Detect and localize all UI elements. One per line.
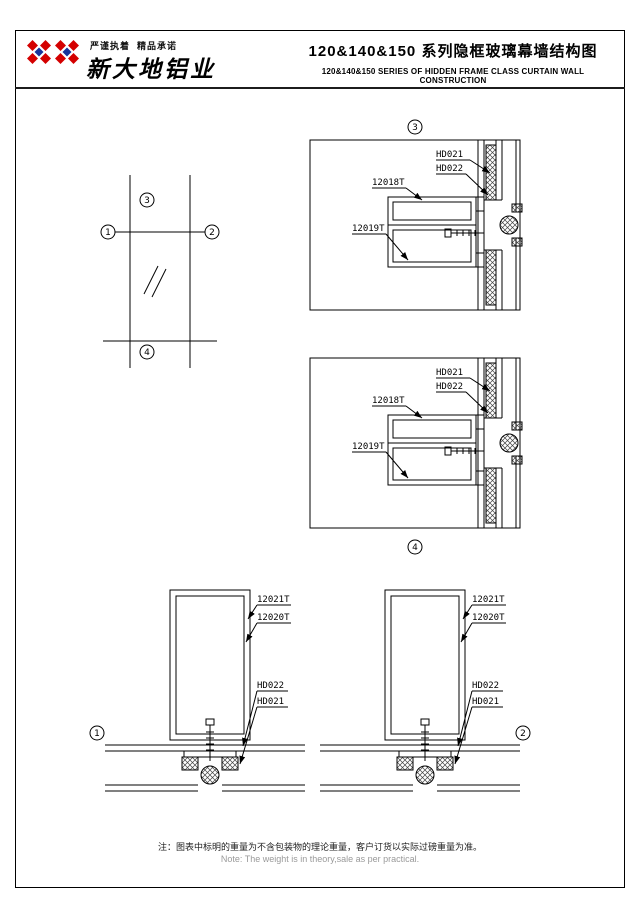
marker-number: 3 — [144, 196, 150, 206]
horizontal-section-detail-1-labels: 12021T 12020T HD022 HD021 — [257, 595, 290, 707]
elevation-diagram — [103, 175, 217, 368]
section-marker-balloon: 1 — [89, 725, 105, 741]
sheet-title-cn: 120&140&150 系列隐框玻璃幕墙结构图 — [308, 43, 598, 60]
company-name: 新大地铝业 — [86, 56, 216, 83]
part-label: HD021 — [257, 697, 284, 707]
marker-number: 1 — [94, 729, 100, 739]
vertical-section-detail-4 — [310, 358, 522, 528]
footer-note-en: Note: The weight is in theory,sale as pe… — [220, 854, 420, 864]
profile-label: 12018T — [372, 396, 405, 406]
profile-label: 12019T — [352, 224, 385, 234]
part-label: HD022 — [257, 681, 284, 691]
section-marker-balloon: 4 — [407, 539, 423, 555]
section-marker-balloon: 1 — [100, 224, 116, 240]
marker-number: 4 — [144, 348, 150, 358]
horizontal-section-detail-2-labels: 12021T 12020T HD022 HD021 — [472, 595, 505, 707]
profile-label: 12021T — [257, 595, 290, 605]
title-block: 120&140&150 系列隐框玻璃幕墙结构图 120&140&150 SERI… — [288, 40, 618, 85]
section-marker-balloon: 4 — [139, 344, 155, 360]
header-divider — [15, 87, 625, 89]
vertical-section-detail-4-labels: 12018T 12019T HD021 HD022 — [352, 368, 463, 452]
part-label: HD022 — [436, 382, 463, 392]
marker-number: 2 — [520, 729, 526, 739]
part-label: HD021 — [436, 368, 463, 378]
company-slogan: 严谨执着 精品承诺 — [90, 41, 178, 51]
footer-note-cn: 注：图表中标明的重量为不含包装物的理论重量，客户订货以实际过磅重量为准。 — [157, 842, 482, 852]
sheet-border — [15, 30, 625, 888]
sheet-title-en: 120&140&150 SERIES OF HIDDEN FRAME CLASS… — [321, 67, 585, 85]
vertical-section-detail-3-labels: 12018T 12019T HD021 HD022 — [352, 150, 463, 234]
marker-number: 2 — [209, 228, 215, 238]
section-marker-balloon: 3 — [139, 192, 155, 208]
profile-label: 12020T — [472, 613, 505, 623]
section-marker-balloon: 3 — [407, 119, 423, 135]
profile-label: 12019T — [352, 442, 385, 452]
part-label: HD022 — [436, 164, 463, 174]
vertical-section-detail-3 — [310, 140, 522, 310]
company-logo-icon — [27, 40, 79, 64]
section-marker-balloon: 2 — [515, 725, 531, 741]
profile-label: 12020T — [257, 613, 290, 623]
profile-label: 12021T — [472, 595, 505, 605]
part-label: HD021 — [436, 150, 463, 160]
marker-number: 3 — [412, 123, 418, 133]
marker-number: 4 — [412, 543, 418, 553]
part-label: HD021 — [472, 697, 499, 707]
marker-number: 1 — [105, 228, 111, 238]
profile-label: 12018T — [372, 178, 405, 188]
section-marker-balloon: 2 — [204, 224, 220, 240]
part-label: HD022 — [472, 681, 499, 691]
elevation-markers: 3 1 2 4 — [100, 192, 220, 360]
